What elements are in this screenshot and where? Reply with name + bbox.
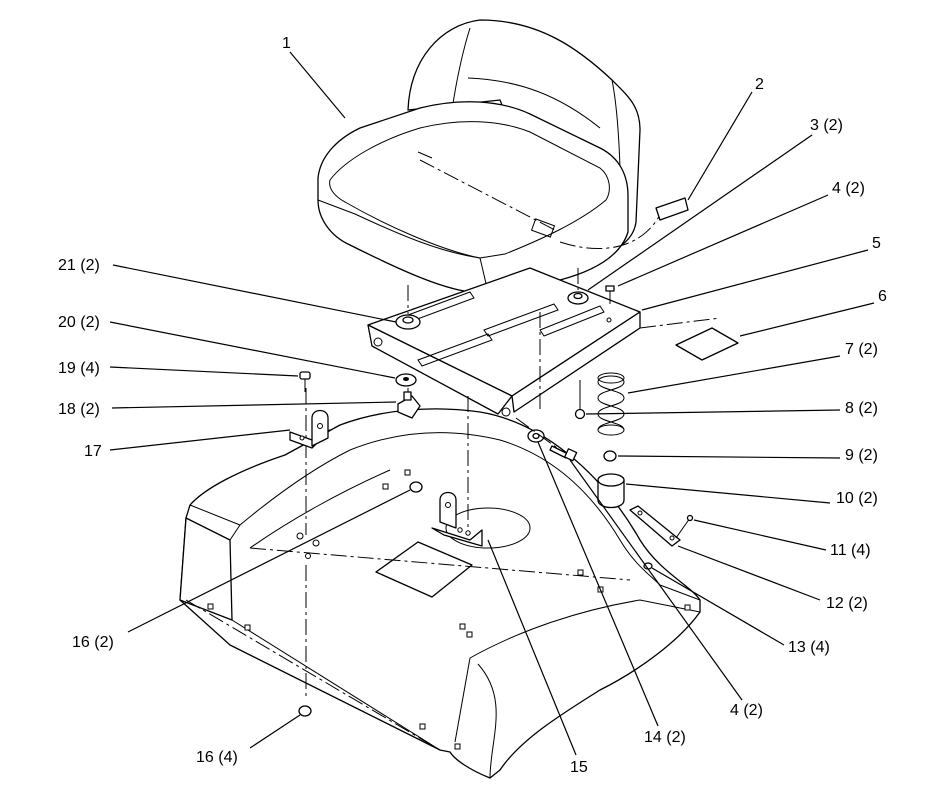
leader-lines [109,51,875,756]
knob-18 [397,391,421,419]
callout-7: 7 (2) [845,341,878,358]
washer-21 [395,314,421,330]
bolt-19 [299,371,311,392]
callout-5: 5 [872,235,881,252]
callout-18: 18 (2) [58,401,100,418]
washer-20 [395,373,417,387]
callout-4b: 4 (2) [730,702,763,719]
callout-12: 12 (2) [826,595,868,612]
fender-pan [179,408,701,779]
callout-9: 9 (2) [845,447,878,464]
bolt-4-lower [549,445,578,462]
callout-labels: 1 2 3 (2) 4 (2) 5 6 7 (2) 8 (2) 9 (2) 10… [58,35,887,776]
bracket-12 [629,505,694,570]
washer-3 [567,291,589,305]
callout-3: 3 (2) [810,117,843,134]
bolt-8 [574,380,586,420]
decal-6 [675,327,739,361]
callout-13: 13 (4) [788,639,830,656]
callout-19: 19 (4) [58,360,100,377]
callout-4a: 4 (2) [832,180,865,197]
seat-switch-wire [559,197,689,250]
bumper-10 [597,473,625,509]
callout-20: 20 (2) [58,314,100,331]
nut-9 [603,450,617,462]
bolt-4-top [605,285,615,304]
callout-14: 14 (2) [644,729,686,746]
bracket-15 [431,491,483,547]
spring-7 [597,372,625,436]
callout-11: 11 (4) [830,542,871,559]
callout-2: 2 [755,76,764,93]
callout-6: 6 [878,288,887,305]
callout-16a: 16 (4) [196,749,238,766]
callout-15: 15 [570,759,588,776]
seat [317,19,641,306]
nut-16-bottom [298,705,312,717]
callout-21: 21 (2) [58,257,100,274]
callout-16b: 16 (2) [72,634,114,651]
callout-1: 1 [282,35,291,52]
washer-14 [527,429,545,443]
callout-8: 8 (2) [845,400,878,417]
callout-10: 10 (2) [836,490,878,507]
bracket-17 [289,409,331,449]
nut-16-pan [409,481,423,493]
callout-17: 17 [84,443,102,460]
